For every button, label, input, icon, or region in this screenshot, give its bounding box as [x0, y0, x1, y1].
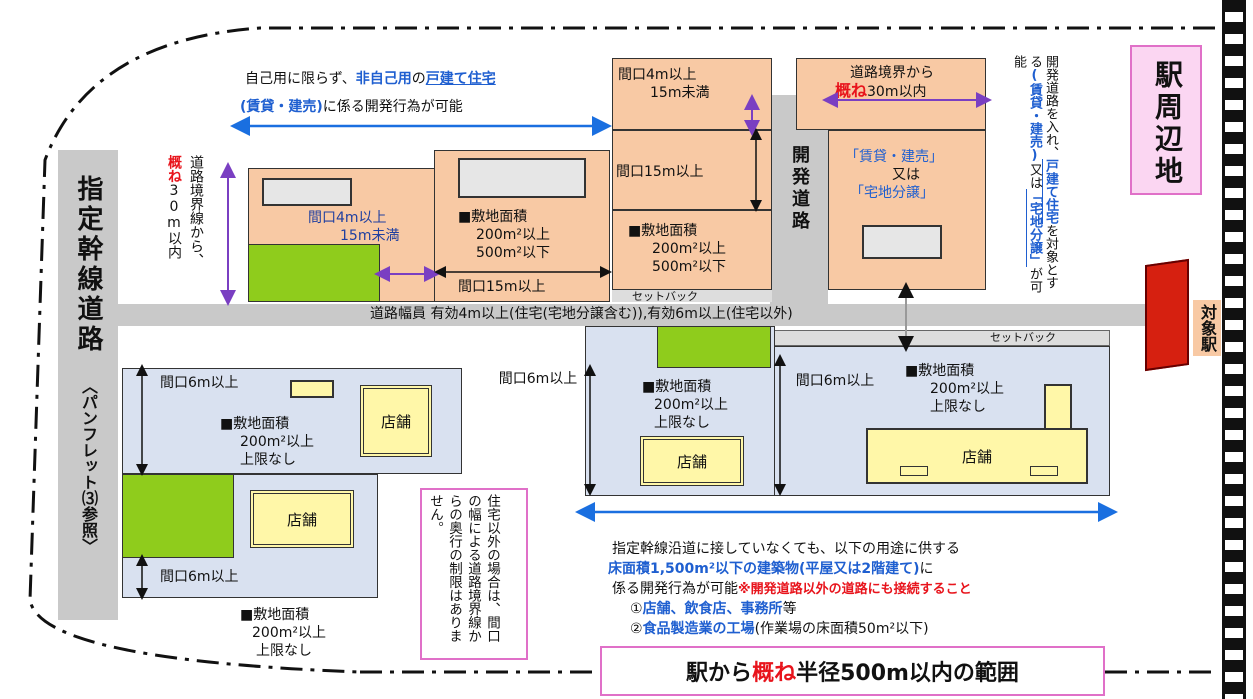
bottom-note-l3: 係る開発行為が可能※開発道路以外の道路にも接続すること: [612, 581, 972, 597]
lot-a-roof: [262, 178, 352, 206]
bl2-min: 200m²以上: [252, 625, 326, 641]
top-note-line1: 自己用に限らず、非自己用の戸建て住宅: [245, 71, 496, 87]
lot-c-depth: 15m未満: [650, 85, 710, 101]
note-box: [420, 488, 528, 660]
right-shop-window-2: [1030, 466, 1058, 476]
mid-frontage: 間口6m以上: [498, 371, 578, 387]
bl2-garden: [122, 474, 234, 558]
station-label: 対象駅: [1193, 300, 1221, 356]
mid-max: 上限なし: [654, 415, 710, 431]
range-title-b: 概ね: [752, 661, 797, 686]
right-min: 200m²以上: [930, 381, 1004, 397]
lot-g-a: 「賃貸・建売」: [845, 149, 943, 165]
note-box-text: 住宅以外の場合は、間口の幅による道路境界線からの奥行の制限はありません。: [427, 494, 500, 643]
range-title-a: 駅から: [686, 661, 753, 686]
main-road: [58, 150, 118, 620]
lot-b-max: 500m²以下: [476, 245, 550, 261]
bl1-small-building: [290, 380, 334, 398]
lot-d: [612, 130, 772, 210]
bl2-frontage: 間口6m以上: [160, 569, 239, 585]
right-area: ■敷地面積: [905, 363, 975, 379]
bl1-shop: 店舗: [360, 385, 432, 457]
lot-f-a: 道路境界から: [850, 65, 934, 81]
top-note-line2: (賃貸・建売)に係る開発行為が可能: [240, 99, 463, 115]
station-building: [1145, 258, 1189, 372]
left-note-a: 道路境界線から、: [188, 155, 204, 267]
bottom-note-l4: ①店舗、飲食店、事務所等: [630, 601, 797, 617]
bl2-shop: 店舗: [250, 490, 354, 548]
lot-c-frontage: 間口4m以上: [618, 67, 697, 83]
left-note: 概ね30m以内: [166, 155, 182, 259]
station-area-box: [1130, 45, 1202, 195]
station-area-label: 駅周辺地: [1151, 60, 1184, 188]
right-frontage: 間口6m以上: [795, 373, 875, 389]
bl1-max: 上限なし: [240, 452, 296, 468]
lot-e-max: 500m²以下: [652, 259, 726, 275]
lot-b-min: 200m²以上: [476, 227, 550, 243]
bl1-frontage: 間口6m以上: [160, 375, 239, 391]
right-note: 開発道路を入れ、戸建て住宅を対象とする(賃貸・建売)又は「宅地分譲」が可能: [1011, 55, 1058, 293]
range-title-box: 駅から概ね半径500m以内の範囲: [600, 646, 1105, 696]
lot-a-garden: [248, 244, 380, 302]
horizontal-road: [118, 304, 1148, 326]
bl2-max: 上限なし: [256, 643, 312, 659]
main-road-title: 指定幹線道路: [73, 175, 103, 355]
lot-e-area: ■敷地面積: [628, 223, 698, 239]
right-shop-window-1: [900, 466, 928, 476]
setback-strip-2: [774, 330, 1110, 346]
lot-g-c: 「宅地分譲」: [850, 185, 934, 201]
railway: [1222, 0, 1246, 699]
lot-b-frontage: 間口15m以上: [458, 279, 546, 295]
lot-e: [612, 210, 772, 290]
setback-label-1: セットバック: [632, 290, 698, 303]
mid-shop: 店舗: [640, 436, 744, 486]
lot-g: [828, 130, 986, 290]
lot-b-roof: [458, 158, 586, 198]
bl1-min: 200m²以上: [240, 434, 314, 450]
dev-road-label: 開発道路: [789, 145, 810, 233]
bottom-note-l5: ②食品製造業の工場(作業場の床面積50m²以下): [630, 621, 929, 637]
right-small-building: [1044, 384, 1072, 430]
lot-b-area: ■敷地面積: [458, 209, 528, 225]
bottom-note-l1: 指定幹線沿道に接していなくても、以下の用途に供する: [612, 541, 961, 557]
range-title-c: 半径500m以内の範囲: [796, 661, 1019, 686]
road-width-label: 道路幅員 有効4m以上(住宅(宅地分譲含む)),有効6m以上(住宅以外): [370, 306, 793, 322]
lot-d-frontage: 間口15m以上: [616, 164, 704, 180]
setback-label-2: セットバック: [990, 331, 1056, 344]
bl2-area: ■敷地面積: [240, 607, 310, 623]
mid-lot-garden: [657, 326, 771, 368]
setback-strip-1: [612, 290, 772, 302]
lot-a-depth: 15m未満: [340, 228, 400, 244]
bl1-area: ■敷地面積: [220, 416, 290, 432]
mid-min: 200m²以上: [654, 397, 728, 413]
lot-f-bc: 概ね30m以内: [835, 81, 927, 101]
main-road-sub: 〈パンフレット⑶参照〉: [79, 378, 98, 554]
lot-e-min: 200m²以上: [652, 241, 726, 257]
lot-a-frontage: 間口4m以上: [308, 210, 387, 226]
right-max: 上限なし: [930, 399, 986, 415]
bottom-note-l2: 床面積1,500m²以下の建築物(平屋又は2階建て)に: [608, 561, 934, 577]
dev-road: [770, 95, 828, 305]
lot-g-b: 又は: [892, 167, 920, 183]
mid-area: ■敷地面積: [642, 379, 712, 395]
lot-g-roof: [862, 225, 942, 259]
